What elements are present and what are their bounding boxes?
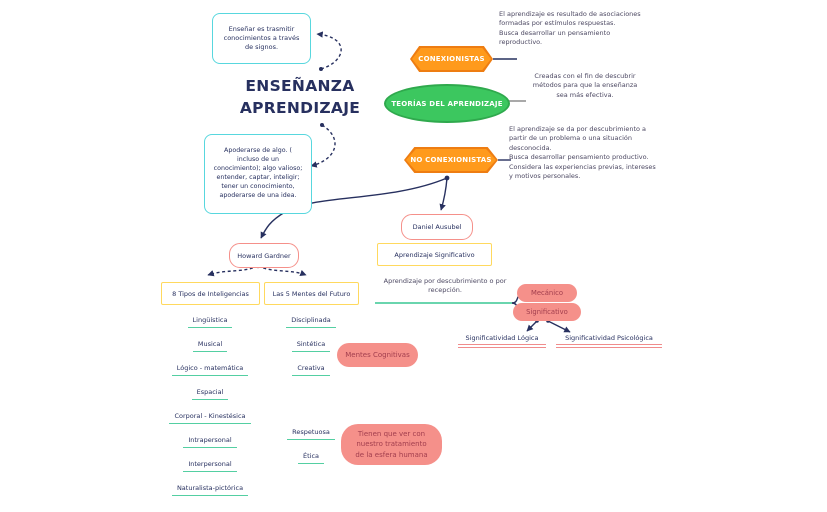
hexagon-fill (412, 48, 491, 70)
arrow-to-daniel (439, 177, 448, 211)
arrow-title-to-apoderarse (310, 124, 336, 168)
list-item[interactable]: Ética (297, 452, 325, 464)
node-significatividad-psicologica[interactable]: Significatividad Psicológica (556, 334, 662, 348)
node-significatividad-logica[interactable]: Significatividad Lógica (458, 334, 546, 348)
list-item[interactable]: Naturalista-pictórica (171, 484, 249, 496)
list-inteligencias: Lingüística Musical Lógico - matemática … (149, 316, 271, 496)
node-definicion-ensenar[interactable]: Enseñar es trasmitir conocimientos a tra… (212, 13, 311, 64)
hexagon-fill (406, 149, 496, 171)
node-aprendizaje-significativo[interactable]: Aprendizaje Significativo (377, 243, 492, 266)
arrow-title-to-ensenar (316, 31, 342, 70)
node-mecanico[interactable]: Mecánico (517, 284, 577, 302)
text-aprendizaje-descubrimiento[interactable]: Aprendizaje por descubrimiento o por rec… (383, 277, 507, 295)
list-item[interactable]: Corporal - Kinestésica (169, 412, 251, 424)
list-item[interactable]: Intrapersonal (183, 436, 237, 448)
list-item[interactable]: Lógico - matemática (171, 364, 249, 376)
node-8-tipos-inteligencias[interactable]: 8 Tipos de Inteligencias (161, 282, 260, 305)
text-teorias-desc[interactable]: Creadas con el fin de descubrir métodos … (532, 72, 638, 99)
arrow-sig-logica (526, 320, 538, 332)
node-5-mentes-futuro[interactable]: Las 5 Mentes del Futuro (264, 282, 359, 305)
node-label: CONEXIONISTAS (418, 55, 485, 63)
node-mentes-cognitivas-bubble[interactable]: Mentes Cognitivas (337, 343, 418, 367)
list-item[interactable]: Respetuosa (287, 428, 335, 440)
list-item[interactable]: Creativa (292, 364, 330, 376)
label: Significatividad Psicológica (556, 334, 662, 345)
node-howard-gardner[interactable]: Howard Gardner (229, 243, 299, 268)
list-mentes-humanas: Respetuosa Ética (270, 428, 352, 464)
list-item[interactable]: Interpersonal (183, 460, 237, 472)
text-no-conexionistas-desc[interactable]: El aprendizaje se da por descubrimiento … (509, 125, 656, 181)
title-line2: APRENDIZAJE (239, 98, 361, 117)
node-esfera-humana-bubble[interactable]: Tienen que ver con nuestro tratamiento d… (341, 424, 442, 465)
node-daniel-ausubel[interactable]: Daniel Ausubel (401, 214, 473, 240)
arrow-howard-to-tipos (207, 265, 259, 277)
list-mentes-cognitivas: Disciplinada Sintética Creativa (270, 316, 352, 376)
list-item[interactable]: Lingüística (187, 316, 233, 328)
text-conexionistas-desc[interactable]: El aprendizaje es resultado de asociacio… (499, 10, 641, 47)
list-item[interactable]: Sintética (291, 340, 331, 352)
label: Significatividad Lógica (458, 334, 546, 345)
title-line1: ENSEÑANZA (245, 77, 355, 95)
node-conexionistas[interactable]: CONEXIONISTAS (410, 46, 493, 72)
node-definicion-apoderarse[interactable]: Apoderarse de algo. ( incluso de un cono… (204, 134, 312, 214)
arrow-sig-psicologica (547, 320, 571, 333)
node-label: NO CONEXIONISTAS (410, 156, 492, 164)
central-topic[interactable]: ENSEÑANZA APRENDIZAJE (222, 76, 378, 119)
node-teorias-del-aprendizaje[interactable]: TEORÍAS DEL APRENDIZAJE (384, 84, 510, 123)
node-no-conexionistas[interactable]: NO CONEXIONISTAS (404, 147, 498, 173)
arrow-howard-to-mentes (257, 265, 307, 276)
list-item[interactable]: Disciplinada (286, 316, 336, 328)
list-item[interactable]: Espacial (191, 388, 229, 400)
node-significativo[interactable]: Significativo (513, 303, 581, 321)
list-item[interactable]: Musical (192, 340, 228, 352)
